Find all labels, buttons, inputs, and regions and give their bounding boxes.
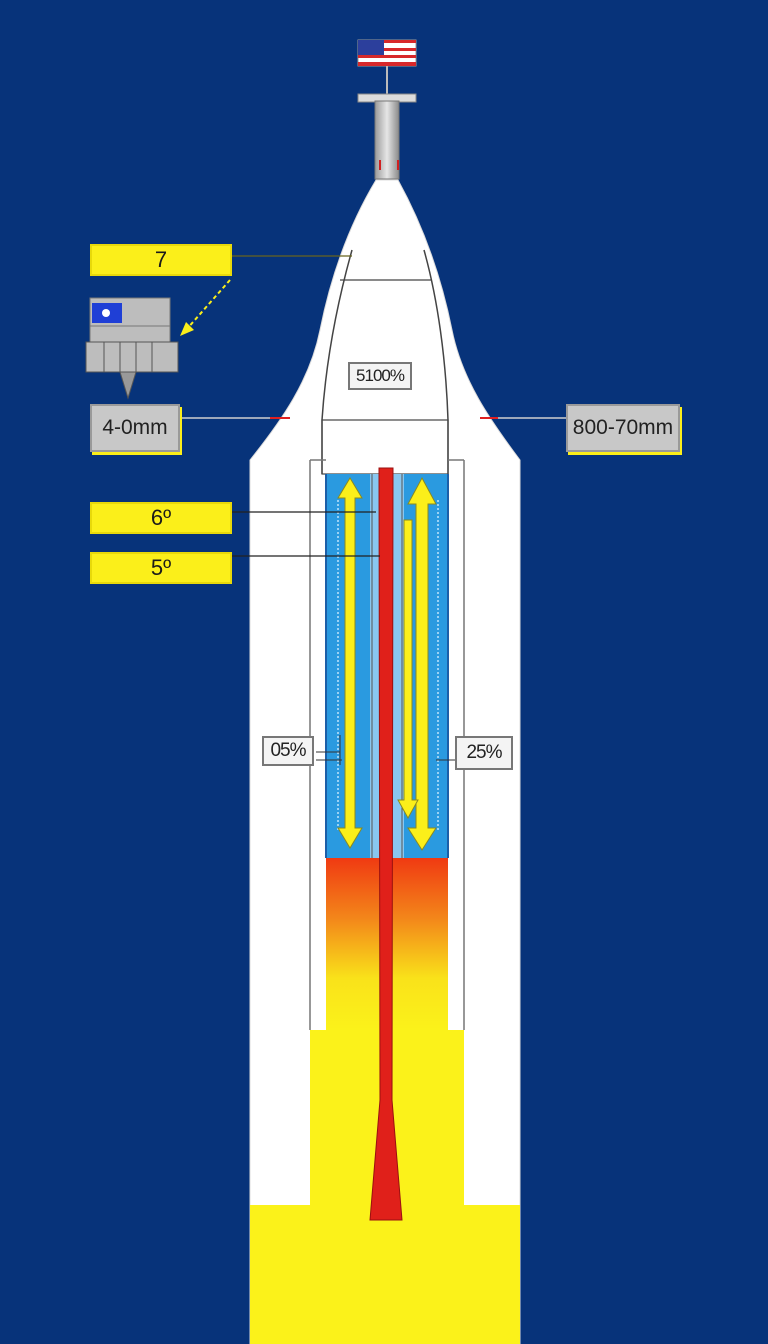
label-upper-tag: 6º bbox=[90, 502, 232, 534]
label-right-width: 800-70mm bbox=[566, 404, 680, 452]
label-right-percent: 25% bbox=[455, 736, 513, 770]
us-flag-icon bbox=[357, 39, 417, 96]
mast bbox=[374, 100, 400, 180]
label-lower-tag: 5º bbox=[90, 552, 232, 584]
flow-arrow-icon bbox=[337, 476, 437, 851]
label-nose-percent: 5100% bbox=[348, 362, 412, 390]
label-left-percent: 05% bbox=[262, 736, 314, 766]
red-core bbox=[369, 467, 403, 1221]
label-left-width: 4-0mm bbox=[90, 404, 180, 452]
label-top-left: 7 bbox=[90, 244, 232, 276]
control-panel-icon bbox=[85, 297, 179, 400]
exhaust-base bbox=[250, 1205, 520, 1344]
